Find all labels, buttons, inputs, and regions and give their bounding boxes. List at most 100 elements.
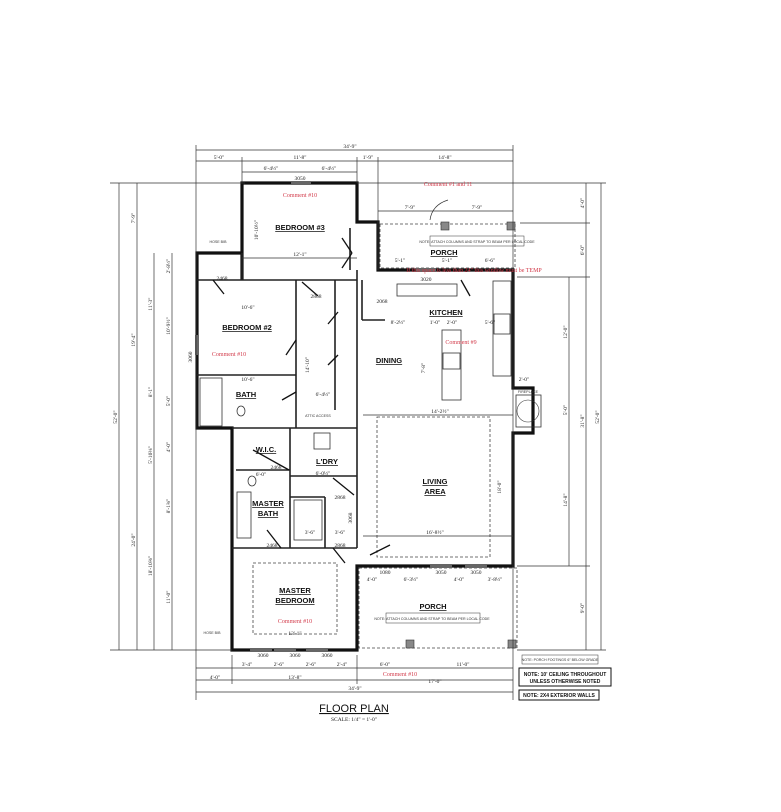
dim-top: 11'-8" bbox=[293, 155, 306, 161]
drawing-scale: SCALE: 1/4" = 1'-0" bbox=[331, 717, 377, 723]
fixtures bbox=[199, 377, 542, 635]
door-label: 3068 bbox=[348, 512, 354, 523]
dim-rear-porch: 4'-0" bbox=[367, 577, 378, 583]
sink-icon bbox=[442, 352, 461, 370]
bathtub-icon bbox=[199, 377, 223, 427]
room-wic: W.I.C. bbox=[256, 445, 276, 454]
dim-bottom: 6'-0" bbox=[380, 662, 391, 668]
room-master-bath: MASTER bbox=[252, 499, 284, 508]
dim-top-sub: 6'-4½" bbox=[322, 165, 337, 172]
room-bedroom-3: BEDROOM #3 bbox=[275, 223, 325, 232]
porch-column bbox=[405, 639, 415, 649]
porch-column bbox=[440, 221, 450, 231]
room-laundry: L'DRY bbox=[316, 457, 338, 466]
dim-porch-bot: 5'-1" bbox=[442, 258, 453, 264]
room-bath: BATH bbox=[236, 390, 256, 399]
room-bedroom-2: BEDROOM #2 bbox=[222, 323, 272, 332]
dim-left-b: 11'-3" bbox=[148, 297, 154, 310]
window-label: 3060 bbox=[258, 653, 269, 659]
dim-fireplace-offset: 2'-0" bbox=[519, 377, 530, 383]
dim-bottom: 2'-4" bbox=[337, 662, 348, 668]
door-label: 2468 bbox=[267, 543, 278, 549]
dim-shower: 3'-6" bbox=[305, 530, 316, 536]
porch-column bbox=[506, 221, 516, 231]
dim-left-a: 19'-4" bbox=[131, 333, 137, 346]
review-comment: If this space is less than 24" this wind… bbox=[406, 267, 542, 274]
window-label: 3060 bbox=[188, 351, 194, 362]
master-ceiling-outline bbox=[252, 562, 338, 635]
door-label: 2868 bbox=[335, 495, 346, 501]
footing-note: NOTE: PORCH FOOTINGS 6" BELOW GRADE bbox=[522, 658, 599, 662]
dim-left-b: 8'-1" bbox=[148, 387, 154, 398]
dimension-lines bbox=[110, 145, 606, 700]
kitchen-island bbox=[441, 329, 462, 401]
door-label: 2868 bbox=[335, 543, 346, 549]
footing-note-box bbox=[521, 654, 599, 665]
review-comment: Comment #10 bbox=[283, 193, 317, 199]
ceiling-note-box bbox=[518, 667, 612, 687]
dim-left-total: 52'-0" bbox=[113, 410, 119, 423]
dim-kitchen: 8'-2½" bbox=[391, 319, 406, 326]
dim-living-width: 16'-8½" bbox=[426, 529, 443, 536]
dim-right-a: 4'-0" bbox=[580, 198, 586, 209]
review-comment: Comment #10 bbox=[383, 672, 417, 678]
room-kitchen: KITCHEN bbox=[429, 308, 462, 317]
kitchen-counters bbox=[396, 280, 512, 401]
dim-hall2: 3'-6" bbox=[335, 530, 346, 536]
washer-icon bbox=[313, 432, 331, 450]
dim-bottom: 2'-6" bbox=[274, 662, 285, 668]
dim-hall-width: 6'-4½" bbox=[316, 391, 331, 398]
room-dining: DINING bbox=[376, 356, 402, 365]
dim-left-a: 7'-9" bbox=[131, 213, 137, 224]
dim-right-a: 31'-8" bbox=[580, 414, 586, 427]
room-porch-front: PORCH bbox=[430, 248, 457, 257]
dim-bottom-b: 4'-0" bbox=[210, 675, 221, 681]
dim-right-a: 6'-0" bbox=[580, 245, 586, 256]
exterior-walls bbox=[195, 181, 535, 652]
window-label: 3050 bbox=[295, 176, 306, 182]
dim-left-b: 5'-10⅜" bbox=[148, 446, 154, 463]
porch-column bbox=[507, 639, 517, 649]
dim-bottom-b: 17'-0" bbox=[428, 679, 441, 685]
dim-porch-bot: 5'-1" bbox=[395, 258, 406, 264]
window-label: 3060 bbox=[322, 653, 333, 659]
dim-kitchen: 1'-0" bbox=[430, 320, 441, 326]
dim-bottom-total: 34'-9" bbox=[348, 686, 361, 692]
review-comment: Comment #10 bbox=[278, 619, 312, 625]
porch-note: NOTE: ATTACH COLUMNS AND STRAP TO BEAM P… bbox=[374, 617, 490, 621]
dim-left-c: 5'-0" bbox=[166, 396, 172, 407]
dim-rear-porch: 3'-8½" bbox=[488, 576, 503, 583]
dim-bed2-width: 10'-6" bbox=[241, 305, 254, 311]
window-label: 3050 bbox=[436, 570, 447, 576]
fireplace-icon bbox=[516, 399, 540, 423]
fireplace-label: FIREPLACE bbox=[518, 390, 539, 394]
dim-left-c: 4'-0" bbox=[166, 442, 172, 453]
dim-porch-bot: 6'-6" bbox=[485, 258, 496, 264]
range-icon bbox=[493, 313, 511, 335]
dim-bottom: 3'-4" bbox=[242, 662, 253, 668]
porch-outlines bbox=[358, 221, 518, 649]
window-label: 3060 bbox=[290, 653, 301, 659]
dim-bottom-b: 13'-8" bbox=[288, 675, 301, 681]
dim-right-total: 52'-0" bbox=[595, 410, 601, 423]
dim-porch-top: 7'-9" bbox=[405, 205, 416, 211]
dim-bed3-height: 10'-10½" bbox=[253, 220, 260, 240]
dim-left-c: 8'-1⅝" bbox=[166, 499, 172, 514]
dim-bed3-width: 12'-1" bbox=[293, 252, 306, 258]
dim-left-c: 11'-0" bbox=[166, 590, 172, 603]
dim-island: 7'-8" bbox=[421, 363, 427, 374]
dim-left-b: 18'-10⅝" bbox=[148, 556, 154, 576]
dim-wic-width: 6'-0" bbox=[256, 472, 267, 478]
dim-porch-top: 7'-9" bbox=[472, 205, 483, 211]
attic-access-label: ATTIC ACCESS bbox=[305, 414, 331, 418]
dim-living-height: 18'-0" bbox=[497, 480, 503, 493]
review-comment: Comment #9 bbox=[445, 340, 476, 346]
room-porch-rear: PORCH bbox=[419, 602, 446, 611]
dim-right-b: 5'-0" bbox=[563, 405, 569, 416]
door-label: 2468 bbox=[271, 465, 282, 471]
door-label: 1080 bbox=[380, 570, 391, 576]
porch-note: NOTE: ATTACH COLUMNS AND STRAP TO BEAM P… bbox=[419, 240, 535, 244]
hose-bib-label: HOSE BIB bbox=[204, 631, 222, 635]
